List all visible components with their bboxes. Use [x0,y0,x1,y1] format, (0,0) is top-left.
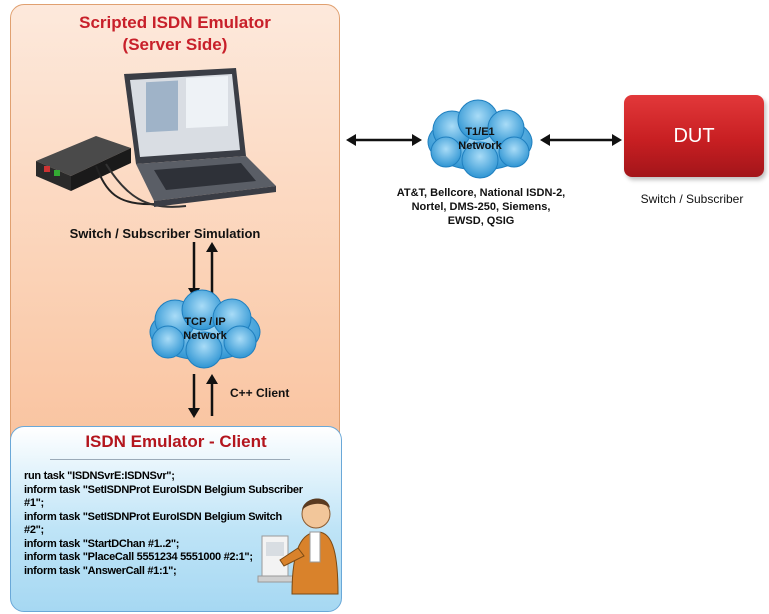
dut-box: DUT [624,95,764,177]
protocols-line: Nortel, DMS-250, Siemens, [411,201,551,213]
script-line: inform task "SetISDNProt EuroISDN Belgiu… [24,483,303,510]
tcp-ip-network-label: TCP / IP Network [140,315,270,343]
tcp-lower-arrows [188,374,218,418]
script-line: inform task "SetISDNProt EuroISDN Belgiu… [24,510,282,537]
server-title-line2: (Server Side) [122,35,228,54]
cpp-client-label: C++ Client [230,386,290,400]
t1-e1-network-label: T1/E1 Network [420,125,540,153]
supported-protocols-list: AT&T, Bellcore, National ISDN-2, Nortel,… [376,186,586,228]
script-line: inform task "AnswerCall #1:1"; [24,564,177,577]
dut-label: DUT [673,124,715,147]
server-t1-arrow [346,134,422,146]
switch-subscriber-simulation-label: Switch / Subscriber Simulation [69,226,261,241]
protocols-line: EWSD, QSIG [447,215,515,227]
client-title-divider [50,459,290,460]
tcp-ip-line1: TCP / IP [184,316,226,328]
tcp-ip-network-cloud-icon [149,289,261,369]
laptop-hardware-icon [36,68,276,208]
script-line: inform task "PlaceCall 5551234 5551000 #… [24,551,253,563]
t1-dut-arrow [540,134,622,146]
person-at-computer-icon [257,498,339,595]
tcp-ip-line2: Network [183,330,227,342]
client-title: ISDN Emulator - Client [85,432,267,451]
server-title: Scripted ISDN Emulator (Server Side) [10,12,340,56]
t1-e1-line1: T1/E1 [465,126,495,138]
client-script: run task "ISDNSvrE:ISDNSvr"; inform task… [24,470,304,578]
protocols-line: AT&T, Bellcore, National ISDN-2, [396,187,566,199]
t1-e1-line2: Network [458,140,502,152]
script-line: run task "ISDNSvrE:ISDNSvr"; [24,470,175,482]
script-line: inform task "StartDChan #1..2"; [24,537,180,550]
dut-caption: Switch / Subscriber [640,192,744,206]
server-title-line1: Scripted ISDN Emulator [79,13,271,32]
t1-e1-network-cloud-icon [427,99,533,179]
